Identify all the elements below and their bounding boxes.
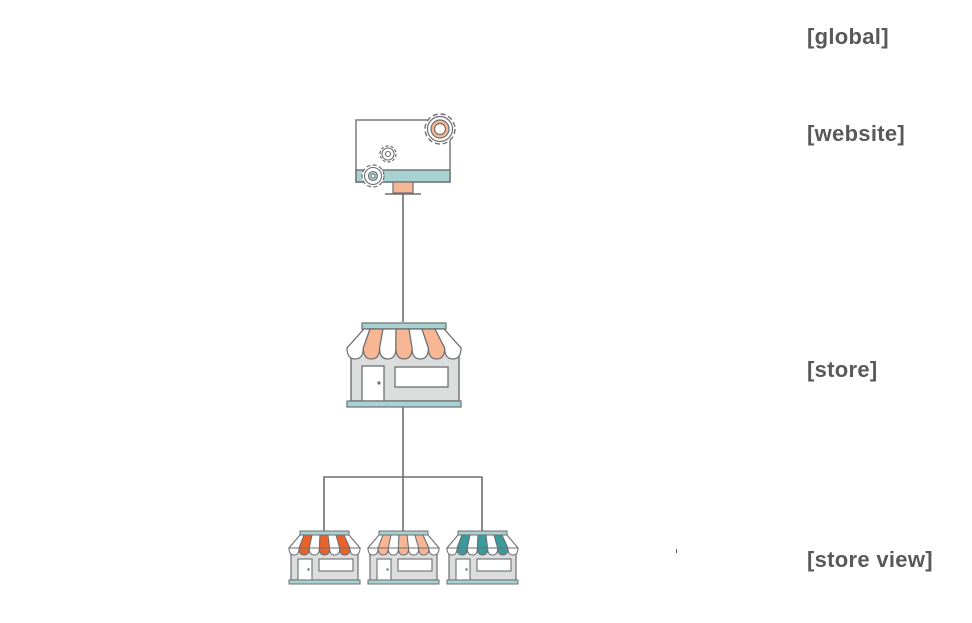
scope-label-website: [website] bbox=[807, 121, 906, 146]
connector-lines bbox=[323, 194, 483, 531]
storefront-icon bbox=[345, 322, 463, 408]
storefront-teal-icon bbox=[445, 530, 520, 585]
scope-label-store-view: [store view] bbox=[807, 547, 933, 572]
connector-store-views-branch bbox=[323, 476, 483, 531]
small-gear-icon bbox=[379, 145, 397, 163]
storefront-orange-icon bbox=[287, 530, 362, 585]
monitor-with-gears-icon bbox=[355, 113, 456, 195]
scope-label-global: [global] bbox=[807, 24, 889, 49]
large-gear-icon bbox=[424, 113, 456, 145]
stray-tick-mark bbox=[676, 549, 677, 553]
storefront-peach-icon bbox=[366, 530, 441, 585]
medium-gear-icon bbox=[361, 164, 385, 188]
scope-label-store: [store] bbox=[807, 357, 878, 382]
